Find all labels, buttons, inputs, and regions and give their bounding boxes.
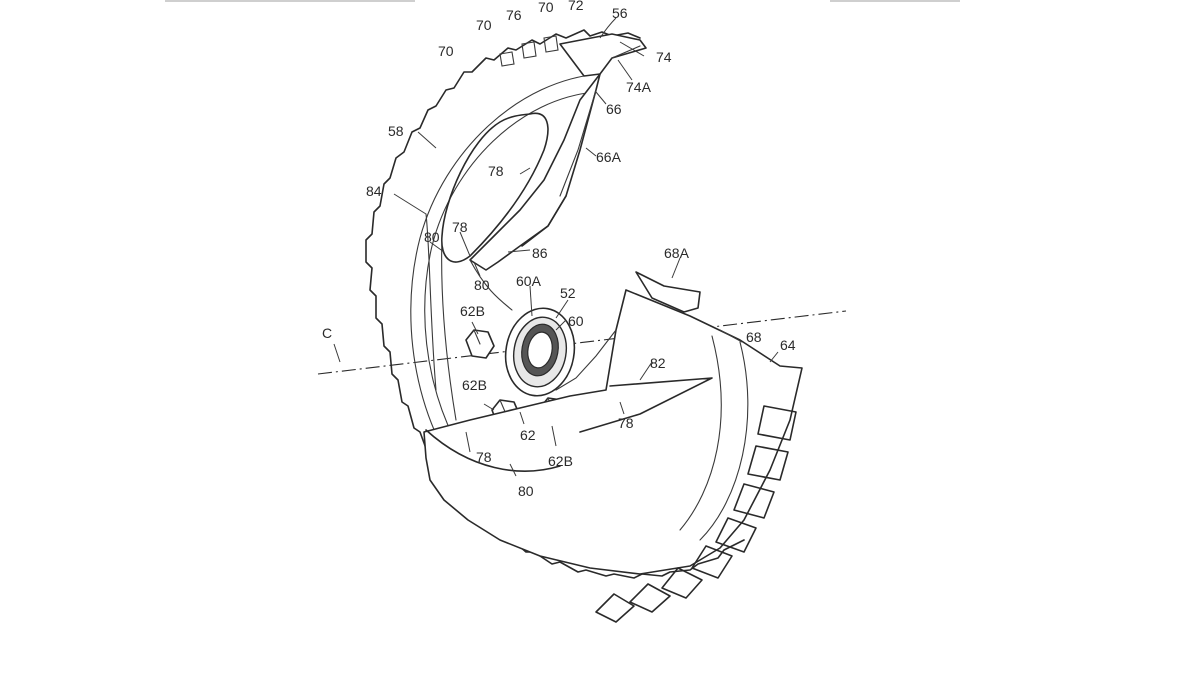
label-86: 86 bbox=[532, 245, 548, 261]
shroud-inner-curve bbox=[699, 341, 749, 541]
label-70-top: 70 bbox=[538, 0, 554, 15]
label-80-mid: 80 bbox=[474, 277, 490, 293]
spoke-edge-left bbox=[425, 213, 437, 391]
label-64: 64 bbox=[780, 337, 796, 353]
label-78-upper: 78 bbox=[488, 163, 504, 179]
label-80-upper: 80 bbox=[424, 229, 440, 245]
slot-78-upper bbox=[441, 112, 549, 263]
label-62: 62 bbox=[520, 427, 536, 443]
guard-plate-74 bbox=[559, 33, 647, 77]
label-60a: 60A bbox=[516, 273, 542, 289]
tab-68a bbox=[635, 271, 701, 313]
label-76: 76 bbox=[506, 7, 522, 23]
shroud-inner-curve-2 bbox=[679, 335, 722, 531]
label-82: 82 bbox=[650, 355, 666, 371]
label-68: 68 bbox=[746, 329, 762, 345]
label-74: 74 bbox=[656, 49, 672, 65]
arm-crease bbox=[559, 89, 597, 197]
slot-82 bbox=[579, 377, 713, 433]
slot-80-lower-edge bbox=[425, 429, 561, 472]
label-84: 84 bbox=[366, 183, 382, 199]
center-axis-line bbox=[317, 310, 847, 375]
blade-arm-66 bbox=[469, 73, 601, 271]
label-52: 52 bbox=[560, 285, 576, 301]
label-68a: 68A bbox=[664, 245, 690, 261]
label-72: 72 bbox=[568, 0, 584, 13]
label-70-left: 70 bbox=[438, 43, 454, 59]
label-66a: 66A bbox=[596, 149, 622, 165]
label-60: 60 bbox=[568, 313, 584, 329]
top-teeth-windows bbox=[499, 35, 559, 67]
label-62b-left: 62B bbox=[462, 377, 487, 393]
label-74a: 74A bbox=[626, 79, 652, 95]
label-62b-upper: 62B bbox=[460, 303, 485, 319]
label-c: C bbox=[322, 325, 332, 341]
label-80-lower: 80 bbox=[518, 483, 534, 499]
label-58: 58 bbox=[388, 123, 404, 139]
label-66: 66 bbox=[606, 101, 622, 117]
label-78-right: 78 bbox=[618, 415, 634, 431]
label-62b-right: 62B bbox=[548, 453, 573, 469]
reference-labels: 56 70 72 76 70 70 74 74A 66 66A 58 78 84… bbox=[322, 0, 796, 499]
label-78-spoke: 78 bbox=[452, 219, 468, 235]
spoke-edge-84 bbox=[441, 235, 457, 421]
bolt-facet bbox=[473, 329, 481, 345]
label-78-lower: 78 bbox=[476, 449, 492, 465]
spoke-edge-80 bbox=[469, 259, 513, 311]
hub-bearing-60 bbox=[504, 307, 576, 397]
arm-lower-edge bbox=[521, 195, 567, 247]
label-56: 56 bbox=[612, 5, 628, 21]
lower-shroud-68 bbox=[423, 289, 803, 575]
leader-lines bbox=[333, 17, 779, 477]
toothed-outer-ring bbox=[365, 29, 745, 579]
rim-windows-64 bbox=[595, 405, 797, 623]
shroud-fold bbox=[555, 329, 617, 391]
label-70-mid: 70 bbox=[476, 17, 492, 33]
plate-edge bbox=[611, 45, 641, 59]
